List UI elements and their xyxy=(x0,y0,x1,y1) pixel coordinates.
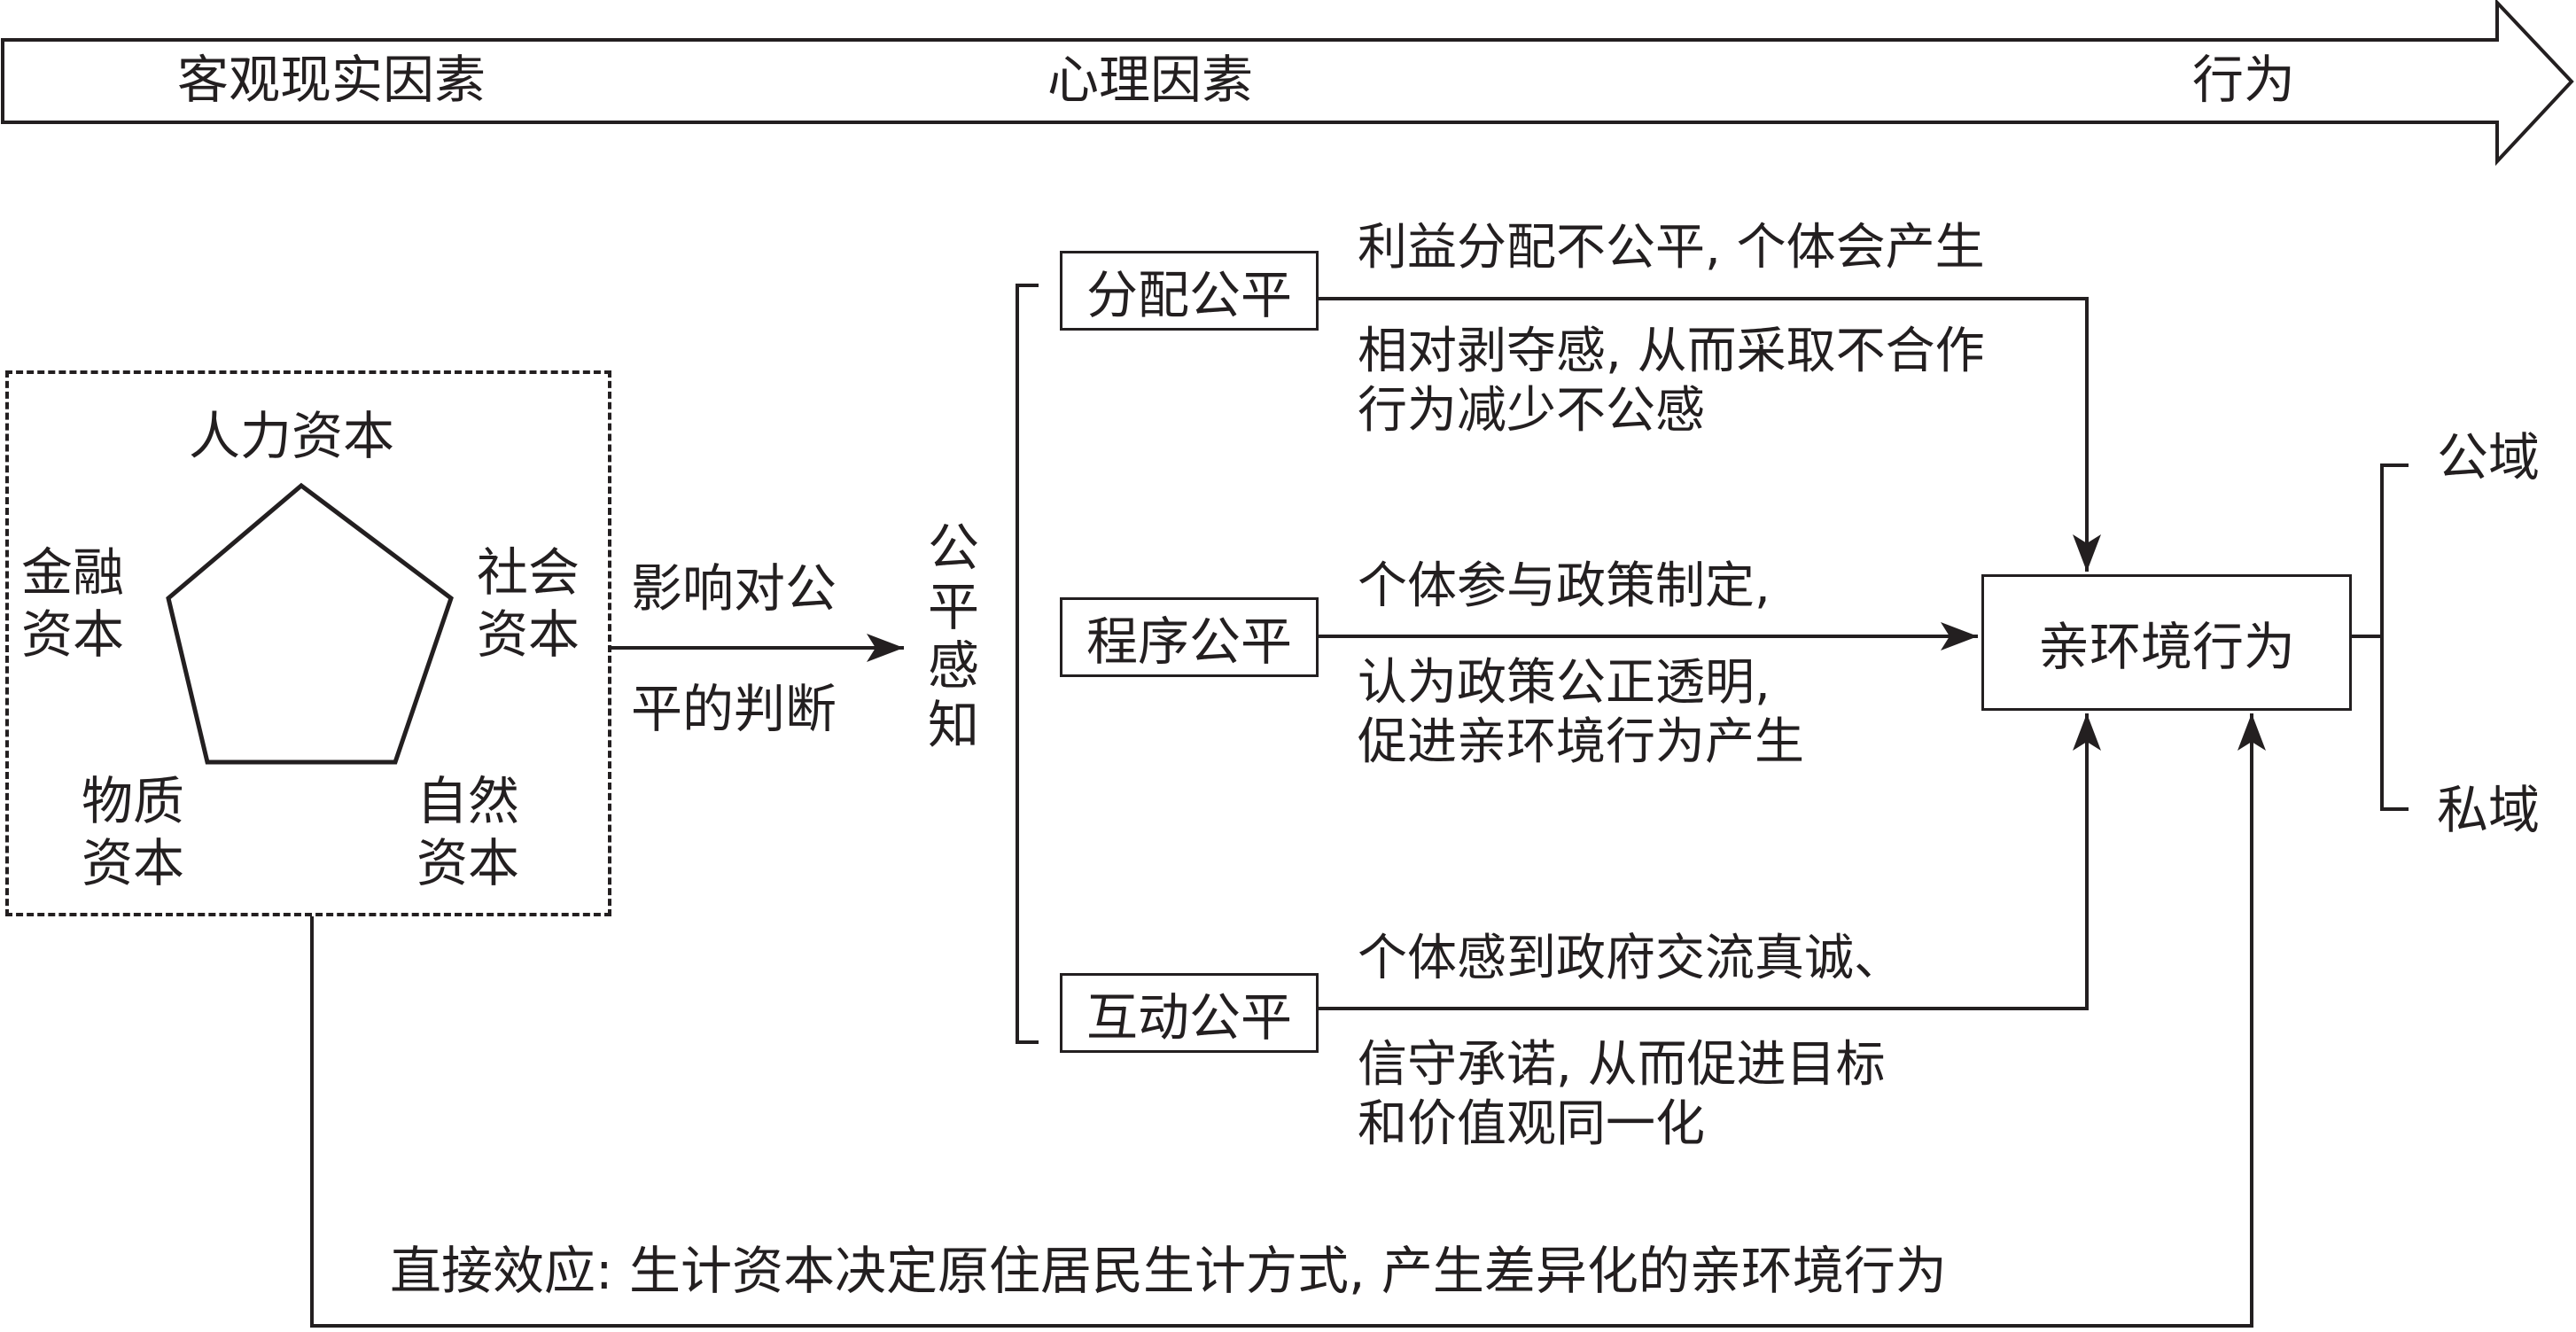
capital-natural-label: 自然 资本 xyxy=(416,771,519,894)
private-domain-label: 私域 xyxy=(2437,780,2541,840)
interactional-fairness-label: 互动公平 xyxy=(1086,987,1292,1048)
procedural-desc-bottom: 认为政策公正透明, 促进亲环境行为产生 xyxy=(1358,653,1804,772)
distributive-desc-top: 利益分配不公平, 个体会产生 xyxy=(1358,219,1985,277)
procedural-desc-line1: 认为政策公正透明, xyxy=(1358,654,1771,712)
distributive-desc-line2: 行为减少不公感 xyxy=(1358,382,1705,440)
interactional-desc-bottom: 信守承诺, 从而促进目标 和价值观同一化 xyxy=(1358,1035,1886,1154)
capital-physical-line1: 物质 xyxy=(82,771,185,831)
direct-effect-arrow xyxy=(310,713,2266,1328)
distributive-fairness-label: 分配公平 xyxy=(1086,265,1292,325)
interactional-arrow xyxy=(1319,713,2101,1010)
capital-natural-line2: 资本 xyxy=(416,832,520,893)
stage-objective-label: 客观现实因素 xyxy=(177,50,486,110)
interactional-desc-line2: 和价值观同一化 xyxy=(1358,1095,1705,1154)
interactional-desc-line1: 信守承诺, 从而促进目标 xyxy=(1358,1036,1886,1094)
capital-natural-line1: 自然 xyxy=(416,771,520,831)
procedural-desc-line2: 促进亲环境行为产生 xyxy=(1358,713,1804,772)
livelihood-capital-box xyxy=(5,370,611,916)
distributive-arrow xyxy=(1319,297,2101,572)
pro-environmental-behavior-label: 亲环境行为 xyxy=(2037,617,2295,677)
capital-physical-label: 物质 资本 xyxy=(82,771,184,894)
capital-social-label: 社会 资本 xyxy=(477,542,580,666)
influence-label-top: 影响对公 xyxy=(631,558,837,619)
domain-bracket xyxy=(2351,463,2409,811)
distributive-desc-bottom: 相对剥夺感, 从而采取不合作 行为减少不公感 xyxy=(1358,322,1985,440)
influence-label-bottom: 平的判断 xyxy=(631,679,837,739)
pro-environmental-behavior-box: 亲环境行为 xyxy=(1981,574,2352,711)
capital-social-line1: 社会 xyxy=(477,542,580,603)
distributive-desc-line1: 相对剥夺感, 从而采取不合作 xyxy=(1358,323,1985,380)
interactional-fairness-box: 互动公平 xyxy=(1060,973,1319,1053)
distributive-fairness-box: 分配公平 xyxy=(1060,251,1319,331)
capital-financial-label: 金融 资本 xyxy=(21,542,124,666)
capital-pentagon xyxy=(166,482,454,765)
fairness-perception-label: 公平感知 xyxy=(927,518,979,756)
stage-psychological-label: 心理因素 xyxy=(1047,50,1254,110)
capital-financial-line2: 资本 xyxy=(21,604,125,665)
procedural-fairness-label: 程序公平 xyxy=(1086,611,1292,672)
direct-effect-label: 直接效应: 生计资本决定原住居民生计方式, 产生差异化的亲环境行为 xyxy=(390,1241,1947,1301)
capital-human-label: 人力资本 xyxy=(189,406,395,466)
interactional-desc-top: 个体感到政府交流真诚、 xyxy=(1358,930,1903,987)
stage-behavior-label: 行为 xyxy=(2192,50,2296,110)
capital-social-line2: 资本 xyxy=(477,604,580,665)
capital-physical-line2: 资本 xyxy=(82,832,185,893)
procedural-desc-top: 个体参与政策制定, xyxy=(1358,557,1771,615)
procedural-fairness-box: 程序公平 xyxy=(1060,597,1319,677)
fairness-bracket xyxy=(1016,284,1039,1044)
public-domain-label: 公域 xyxy=(2437,427,2541,487)
capital-financial-line1: 金融 xyxy=(21,542,125,603)
stage-arrow xyxy=(1,0,2574,167)
